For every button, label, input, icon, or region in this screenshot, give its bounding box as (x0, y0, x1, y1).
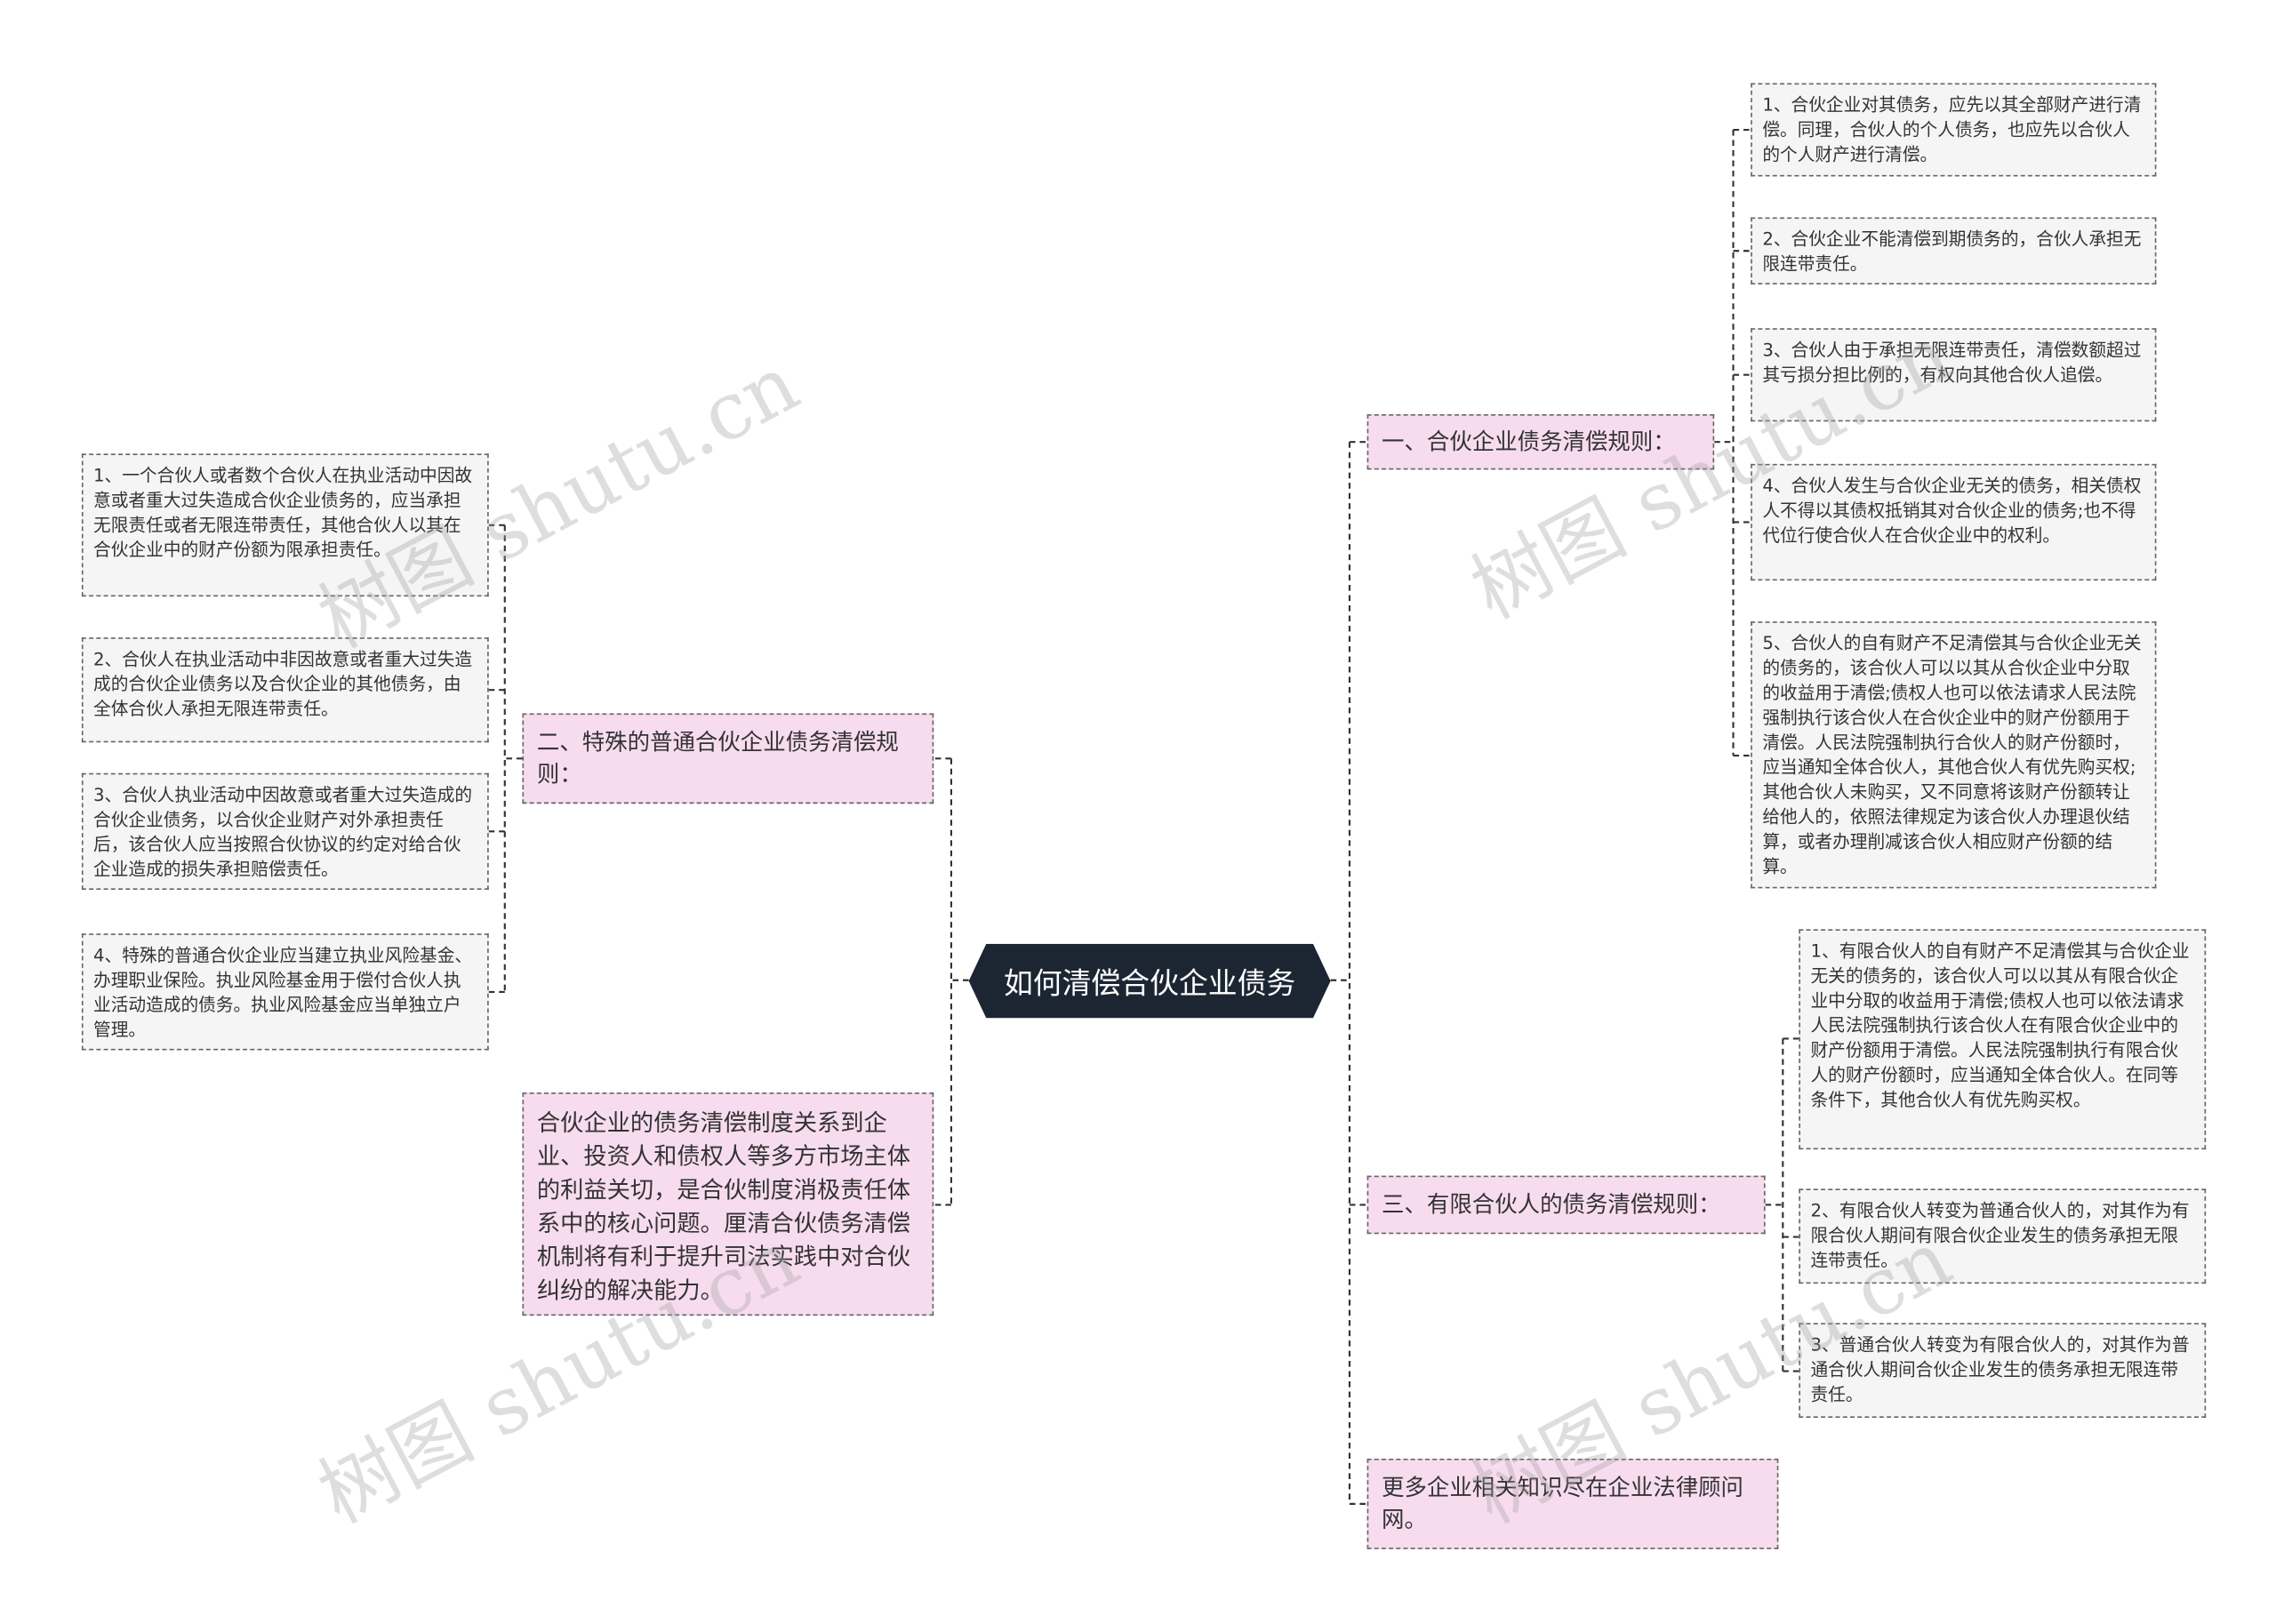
summary-node[interactable]: 合伙企业的债务清偿制度关系到企业、投资人和债权人等多方市场主体的利益关切，是合伙… (522, 1092, 934, 1316)
root-node[interactable]: 如何清偿合伙企业债务 (969, 944, 1331, 1019)
leaf-special-4[interactable]: 4、特殊的普通合伙企业应当建立执业风险基金、办理职业保险。执业风险基金用于偿付合… (81, 933, 489, 1051)
leaf-limited-3[interactable]: 3、普通合伙人转变为有限合伙人的，对其作为普通合伙人期间合伙企业发生的债务承担无… (1799, 1323, 2207, 1419)
branch-partnership-rules[interactable]: 一、合伙企业债务清偿规则： (1366, 414, 1715, 470)
branch-more-info[interactable]: 更多企业相关知识尽在企业法律顾问网。 (1366, 1459, 1779, 1549)
leaf-rule-2[interactable]: 2、合伙企业不能清偿到期债务的，合伙人承担无限连带责任。 (1751, 217, 2157, 284)
leaf-special-3[interactable]: 3、合伙人执业活动中因故意或者重大过失造成的合伙企业债务，以合伙企业财产对外承担… (81, 772, 489, 891)
branch-special-partnership[interactable]: 二、特殊的普通合伙企业债务清偿规则： (522, 713, 934, 804)
leaf-rule-4[interactable]: 4、合伙人发生与合伙企业无关的债务，相关债权人不得以其债权抵销其对合伙企业的债务… (1751, 463, 2157, 581)
leaf-rule-5[interactable]: 5、合伙人的自有财产不足清偿其与合伙企业无关的债务的，该合伙人可以以其从合伙企业… (1751, 621, 2157, 889)
leaf-special-1[interactable]: 1、一个合伙人或者数个合伙人在执业活动中因故意或者重大过失造成合伙企业债务的，应… (81, 453, 489, 597)
leaf-special-2[interactable]: 2、合伙人在执业活动中非因故意或者重大过失造成的合伙企业债务以及合伙企业的其他债… (81, 637, 489, 743)
leaf-rule-3[interactable]: 3、合伙人由于承担无限连带责任，清偿数额超过其亏损分担比例的，有权向其他合伙人追… (1751, 328, 2157, 422)
leaf-limited-1[interactable]: 1、有限合伙人的自有财产不足清偿其与合伙企业无关的债务的，该合伙人可以以其从有限… (1799, 929, 2207, 1150)
branch-limited-partner[interactable]: 三、有限合伙人的债务清偿规则： (1366, 1175, 1766, 1235)
leaf-rule-1[interactable]: 1、合伙企业对其债务，应先以其全部财产进行清偿。同理，合伙人的个人债务，也应先以… (1751, 83, 2157, 177)
root-title: 如何清偿合伙企业债务 (1004, 965, 1296, 1001)
leaf-limited-2[interactable]: 2、有限合伙人转变为普通合伙人的，对其作为有限合伙人期间有限合伙企业发生的债务承… (1799, 1188, 2207, 1284)
